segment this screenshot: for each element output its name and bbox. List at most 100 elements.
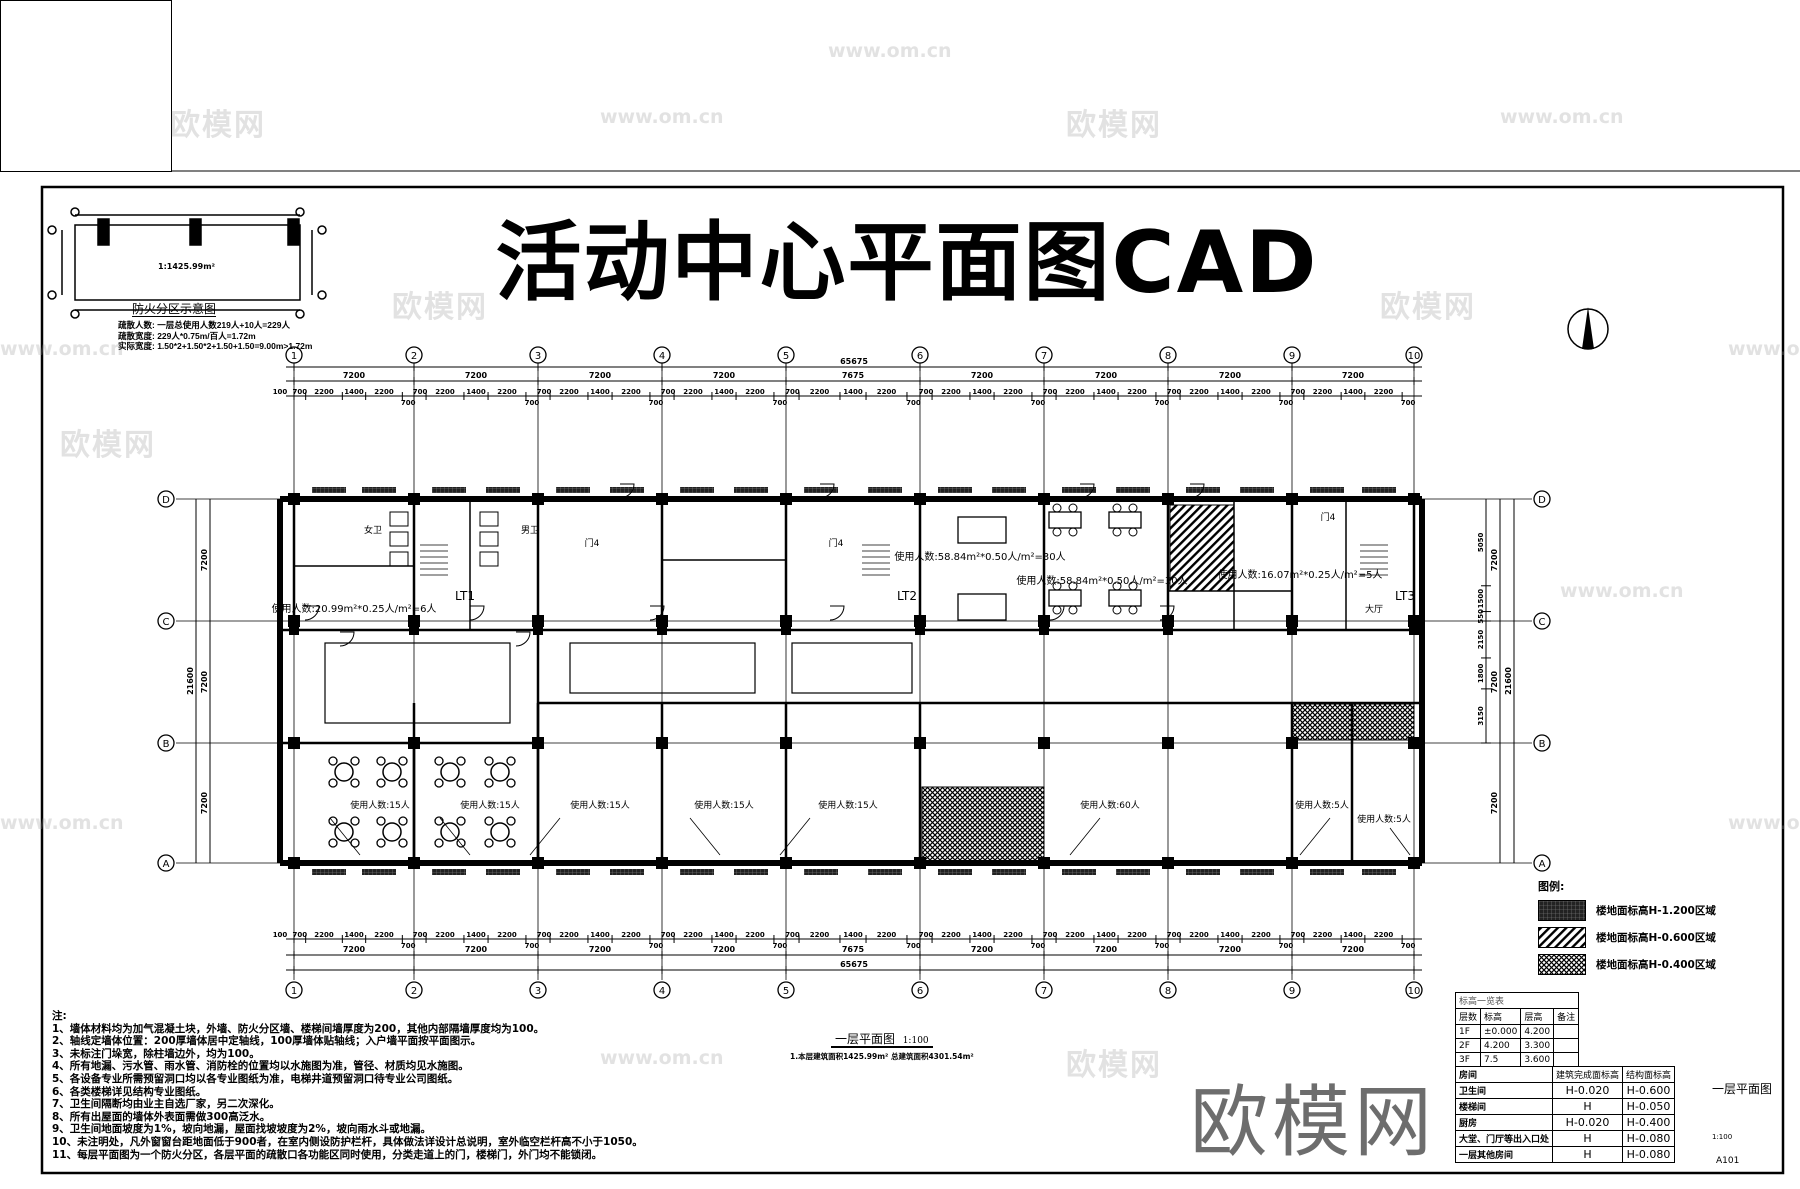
toilet-fixture [479, 551, 499, 567]
grid-column-label: 1 [291, 986, 297, 997]
elevation-cell: 层数 [1454, 1008, 1482, 1025]
bay-dimension: 7200 [343, 371, 366, 380]
door-swing [1159, 605, 1175, 621]
grid-bubble [1035, 981, 1053, 999]
grid-column-label: 6 [917, 986, 923, 997]
occupancy-label: 使用人数:15人 [350, 799, 410, 811]
door-tag: 门4 [829, 537, 844, 549]
row-detail-dimension: 5050 [1477, 533, 1485, 553]
occupancy-label: 使用人数:15人 [460, 799, 520, 811]
toilet-fixture [479, 511, 499, 527]
column [1038, 857, 1050, 869]
note-item: 4、所有地漏、污水管、雨水管、消防栓的位置均以水施图为准，管径、材质均见水施图。 [52, 1060, 469, 1073]
grid-column-label: 7 [1041, 351, 1047, 362]
window [868, 487, 902, 493]
exterior-wall-west [277, 499, 283, 863]
door-swing [1049, 605, 1065, 621]
window [362, 869, 396, 875]
detail-dimension: 700 [525, 399, 540, 407]
elevation-row: 层数标高层高备注 [1454, 1008, 1580, 1025]
fire-zone-diagram [47, 207, 327, 319]
legend: 图例: 楼地面标高H-1.200区域 楼地面标高H-0.600区域 楼地面标高H… [1538, 878, 1716, 981]
leader-line [1389, 827, 1411, 856]
chair [328, 816, 338, 826]
note-item: 7、卫生间隔断均由业主自选厂家，另二次深化。 [52, 1098, 280, 1111]
detail-dimension: 700 [785, 388, 800, 396]
detail-dimension: 700 [293, 388, 308, 396]
window [992, 869, 1026, 875]
column [409, 625, 419, 635]
finish-cell: 建筑完成面标高 [1552, 1066, 1624, 1083]
column [656, 857, 668, 869]
occupancy-label: 使用人数:5人 [1295, 799, 1349, 811]
detail-dimension: 700 [649, 942, 664, 950]
detail-dimension: 2200 [941, 931, 961, 939]
round-table [440, 822, 460, 842]
detail-dimension: 1400 [972, 931, 992, 939]
grid-column-label: 9 [1289, 351, 1295, 362]
column [1408, 615, 1420, 627]
detail-dimension: 700 [537, 388, 552, 396]
chair [1068, 581, 1078, 591]
detail-dimension: 2200 [941, 388, 961, 396]
column [1287, 625, 1297, 635]
note-item: 5、各设备专业所需预留洞口均以各专业图纸为准，电梯井道预留洞口待专业公司图纸。 [52, 1072, 459, 1085]
legend-item: 楼地面标高H-1.200区域 [1538, 900, 1716, 921]
grid-bubble [157, 854, 175, 872]
column [914, 493, 926, 505]
grid-row-label: D [1538, 495, 1546, 506]
elevation-cell: 层高 [1520, 1008, 1555, 1025]
column [1409, 625, 1419, 635]
grid-bubble [1159, 981, 1177, 999]
column [288, 615, 300, 627]
column [533, 625, 543, 635]
leader-line [1299, 817, 1331, 856]
finish-cell: H-0.020 [1552, 1082, 1624, 1099]
legend-label: 楼地面标高H-0.600区域 [1596, 932, 1716, 944]
chair [1052, 527, 1062, 537]
detail-dimension: 2200 [559, 931, 579, 939]
row-detail-dimension: 1500 [1477, 589, 1485, 609]
window [1240, 869, 1274, 875]
detail-dimension: 700 [413, 931, 428, 939]
detail-dimension: 700 [919, 388, 934, 396]
finish-cell: H-0.020 [1552, 1114, 1624, 1131]
overall-dimension: 65675 [840, 357, 868, 366]
chair [1052, 581, 1062, 591]
bay-dimension: 7200 [589, 371, 612, 380]
bay-dimension: 7200 [1219, 945, 1242, 954]
door-swing [829, 605, 845, 621]
detail-dimension: 700 [1401, 942, 1416, 950]
elevation-cell [1553, 1024, 1580, 1039]
detail-dimension: 700 [1167, 931, 1182, 939]
row-dimension: 7200 [200, 548, 209, 571]
round-table [490, 822, 510, 842]
door-swing [1189, 483, 1205, 499]
grid-bubble [1533, 612, 1551, 630]
detail-dimension: 700 [649, 399, 664, 407]
window [804, 487, 838, 493]
legend-label: 楼地面标高H-0.400区域 [1596, 959, 1716, 971]
column [1286, 493, 1298, 505]
bay-dimension: 7200 [1095, 945, 1118, 954]
detail-dimension: 700 [906, 942, 921, 950]
grid-bubble [1533, 490, 1551, 508]
finish-cell: H [1552, 1098, 1624, 1115]
plan-scale: 1:100 [902, 1036, 929, 1046]
elevation-table-heading: 标高一览表 [1454, 992, 1580, 1009]
toilet-fixture [389, 531, 409, 547]
column [780, 615, 792, 627]
window [680, 869, 714, 875]
detail-dimension: 700 [1031, 399, 1046, 407]
window [1310, 487, 1344, 493]
window [868, 869, 902, 875]
round-table [490, 762, 510, 782]
toilet-fixture [479, 531, 499, 547]
detail-dimension: 2200 [1127, 931, 1147, 939]
corner-box [0, 0, 172, 172]
open-hall [324, 642, 511, 724]
